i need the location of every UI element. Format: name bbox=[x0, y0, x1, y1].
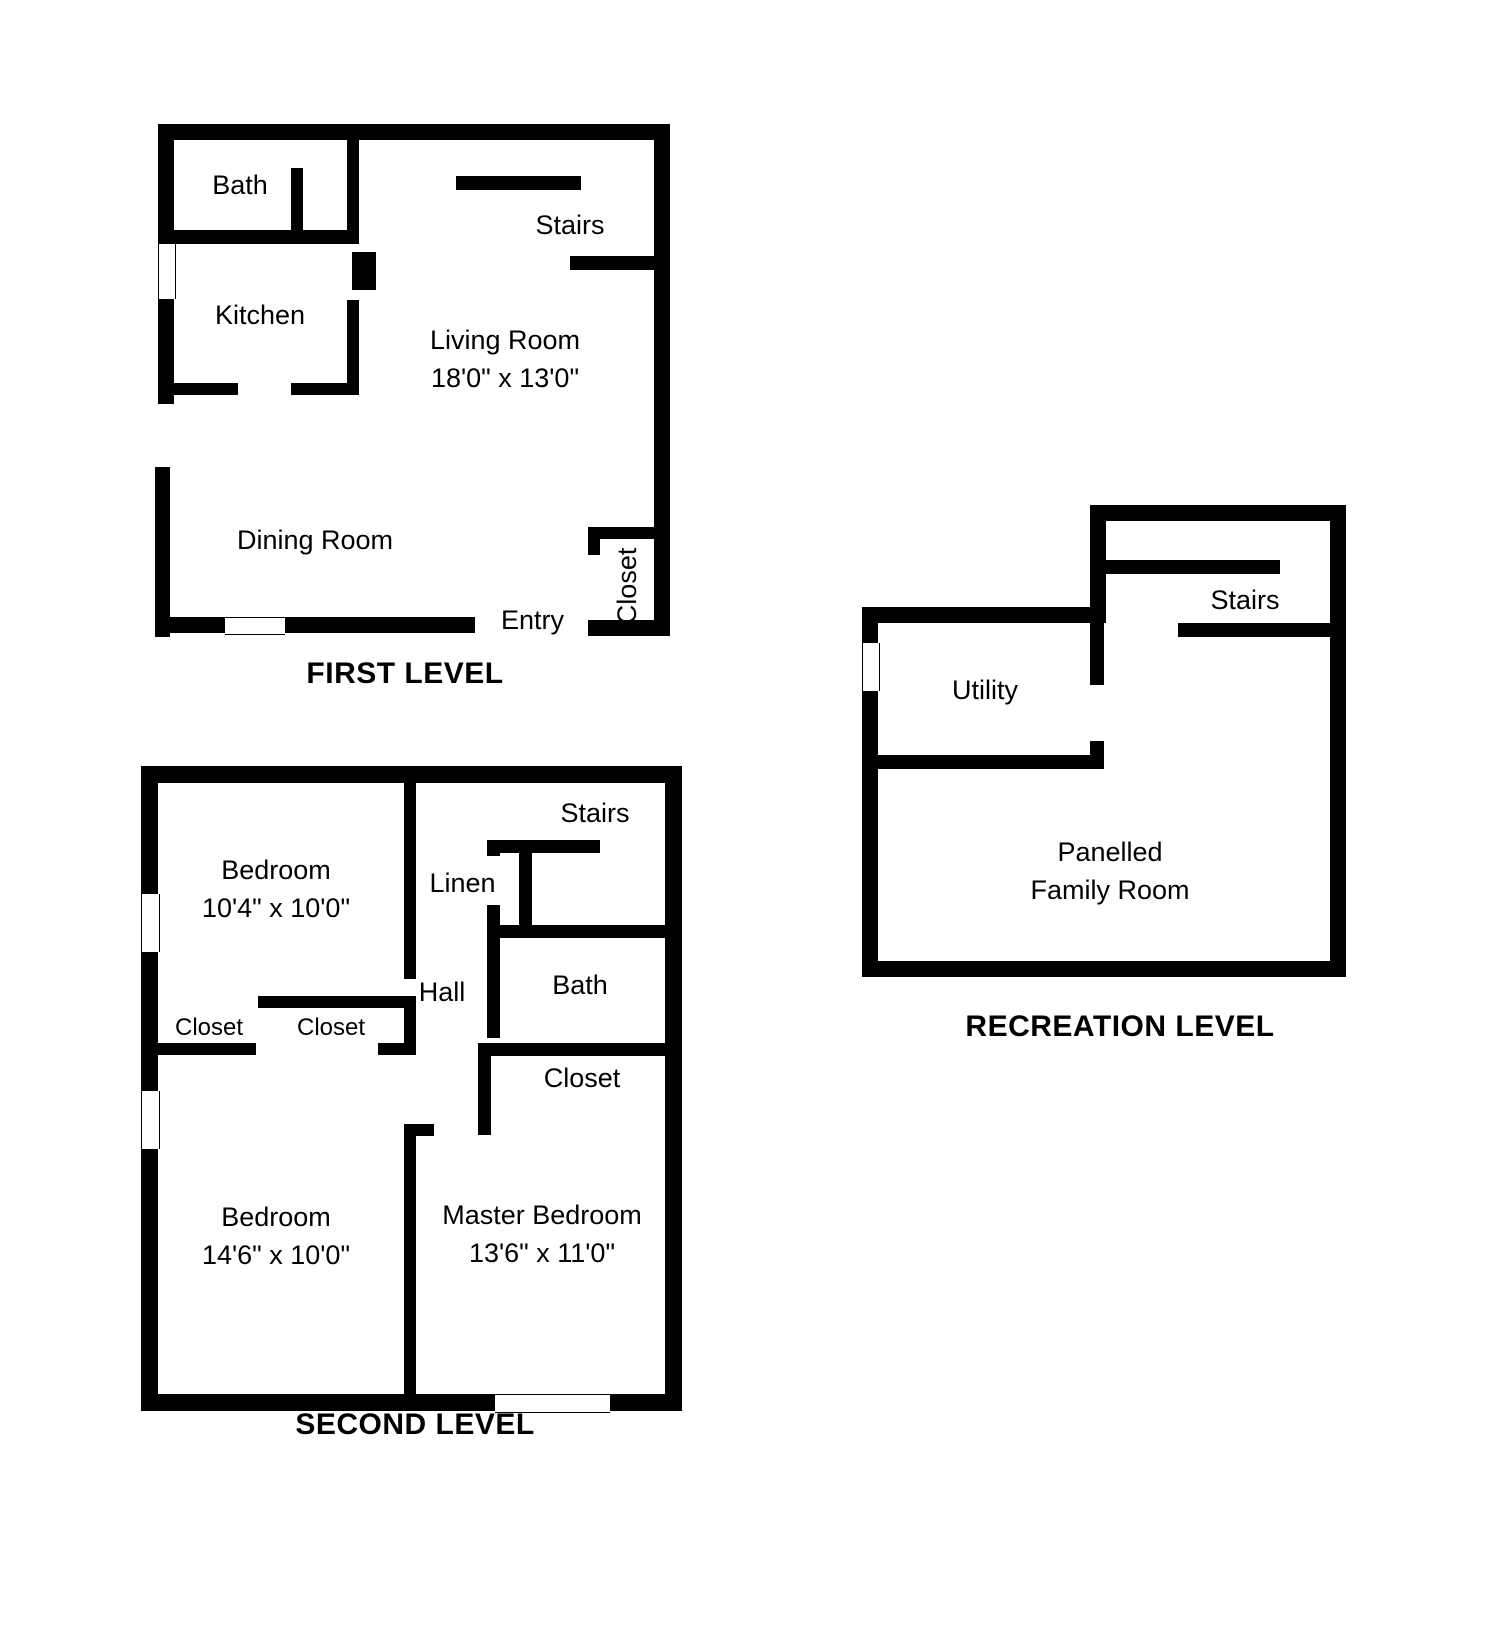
kitchen-window bbox=[158, 244, 176, 299]
second-stairs-wall-top bbox=[487, 840, 600, 853]
linen-bath-divider-wall bbox=[487, 925, 682, 938]
closet-right-wall-left bbox=[478, 1043, 491, 1135]
room-label-bath-second: Bath bbox=[552, 970, 608, 1000]
room-dims-bedroom-1: 10'4" x 10'0" bbox=[201, 893, 351, 923]
hall-wall-vertical-mid bbox=[404, 996, 416, 1054]
second-stairs-wall-top-return bbox=[487, 840, 500, 856]
kitchen-wall-vertical-lower bbox=[347, 300, 359, 394]
first-level-exterior-wall-left-upper bbox=[158, 124, 174, 244]
room-label-closet-right: Closet bbox=[543, 1063, 621, 1093]
room-label-closet-left: Closet bbox=[174, 1014, 244, 1041]
entry-closet-wall-left bbox=[588, 527, 600, 555]
closet-mid-wall-bottom bbox=[378, 1043, 416, 1055]
first-level-exterior-wall-right bbox=[654, 124, 670, 636]
utility-window bbox=[862, 643, 880, 691]
recreation-level-title: RECREATION LEVEL bbox=[965, 1010, 1275, 1043]
second-level-window-left-lower bbox=[141, 1091, 160, 1149]
room-label-family-room-line1: Panelled bbox=[1057, 837, 1163, 867]
utility-wall-bottom bbox=[872, 755, 1104, 769]
dining-room-wall-bottom-b bbox=[285, 617, 475, 633]
room-label-utility: Utility bbox=[952, 675, 1018, 705]
recreation-exterior-wall-right bbox=[1330, 505, 1346, 977]
room-label-living-room: Living Room bbox=[429, 325, 581, 355]
first-level-exterior-wall-top bbox=[158, 124, 670, 140]
room-label-bedroom-2: Bedroom bbox=[221, 1202, 331, 1232]
room-label-hall: Hall bbox=[418, 977, 466, 1007]
recreation-stairs-wall-bottom bbox=[1178, 623, 1346, 637]
room-label-linen: Linen bbox=[429, 868, 496, 898]
utility-wall-vertical-upper bbox=[1090, 623, 1104, 685]
second-level-exterior-wall-left-b bbox=[141, 952, 158, 1091]
first-level-plan: Bath Kitchen Stairs Living Room 18'0" x … bbox=[0, 0, 760, 720]
second-level-plan: Bedroom 10'4" x 10'0" Stairs Linen Hall … bbox=[0, 0, 760, 1500]
second-level-exterior-wall-top bbox=[141, 766, 682, 783]
recreation-exterior-wall-left-lower bbox=[862, 691, 878, 977]
second-stairs-wall-center bbox=[519, 840, 532, 926]
recreation-stairs-wall-top bbox=[1100, 560, 1280, 574]
bath-kitchen-wall-vertical-upper bbox=[347, 140, 359, 244]
stairs-wall-bottom bbox=[570, 256, 656, 270]
room-label-master-bedroom: Master Bedroom bbox=[442, 1200, 642, 1230]
recreation-exterior-wall-bottom bbox=[862, 961, 1346, 977]
room-label-kitchen: Kitchen bbox=[214, 300, 306, 330]
recreation-exterior-wall-step-vertical bbox=[1090, 505, 1106, 623]
bath-right-partition bbox=[291, 168, 303, 234]
second-level-exterior-wall-left-c bbox=[141, 1149, 158, 1411]
stairs-wall-bottom-return bbox=[570, 256, 583, 270]
stairs-wall-top-return bbox=[456, 176, 469, 190]
dining-room-wall-left bbox=[155, 467, 170, 637]
recreation-exterior-wall-step bbox=[862, 607, 1102, 623]
kitchen-wall-bottom-left bbox=[158, 383, 238, 395]
bedroom1-closet-wall bbox=[258, 996, 416, 1008]
room-label-dining-room: Dining Room bbox=[236, 525, 394, 555]
second-level-title: SECOND LEVEL bbox=[295, 1408, 535, 1441]
room-label-closet-mid: Closet bbox=[296, 1014, 366, 1041]
dining-room-wall-bottom-a bbox=[155, 617, 225, 633]
room-label-stairs: Stairs bbox=[535, 210, 605, 240]
room-dims-bedroom-2: 14'6" x 10'0" bbox=[201, 1240, 351, 1270]
second-level-window-left-upper bbox=[141, 894, 160, 952]
room-label-family-room-line2: Family Room bbox=[1030, 875, 1190, 905]
first-level-title: FIRST LEVEL bbox=[306, 657, 504, 690]
entry-closet-wall-top bbox=[588, 527, 656, 539]
room-label-stairs-second: Stairs bbox=[560, 798, 630, 828]
stairs-wall-top bbox=[456, 176, 581, 190]
room-label-bath: Bath bbox=[212, 170, 268, 200]
bedroom2-master-divider bbox=[404, 1124, 416, 1411]
hall-bath-divider-wall bbox=[487, 938, 500, 1038]
closet-left-wall-bottom bbox=[158, 1043, 256, 1055]
room-label-entry: Entry bbox=[500, 605, 565, 635]
recreation-level-plan: Stairs Utility Panelled Family Room RECR… bbox=[862, 505, 1346, 1043]
entry-closet-wall-bottom bbox=[588, 620, 656, 636]
recreation-exterior-wall-top bbox=[1092, 505, 1346, 521]
bedroom1-hall-divider-upper bbox=[404, 783, 416, 979]
room-label-bedroom-1: Bedroom bbox=[221, 855, 331, 885]
master-bedroom-window bbox=[495, 1394, 610, 1413]
first-level-exterior-wall-left-lower bbox=[158, 299, 174, 404]
room-label-stairs-recreation: Stairs bbox=[1210, 585, 1280, 615]
kitchen-wall-bottom-right bbox=[291, 383, 359, 395]
second-level-exterior-wall-left-a bbox=[141, 766, 158, 894]
room-dims-master-bedroom: 13'6" x 11'0" bbox=[468, 1238, 616, 1268]
room-dims-living-room: 18'0" x 13'0" bbox=[430, 363, 580, 393]
kitchen-doorway-jamb bbox=[352, 252, 376, 290]
second-level-exterior-wall-bottom-b bbox=[610, 1394, 682, 1411]
bath-closet-divider-wall bbox=[478, 1043, 682, 1056]
master-doorway-jamb bbox=[404, 1124, 434, 1136]
dining-room-window bbox=[225, 617, 285, 635]
